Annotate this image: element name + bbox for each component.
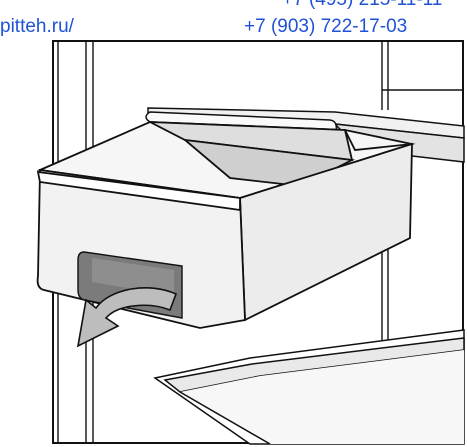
header-phone-1: +7 (495) 215-11-11: [282, 0, 442, 9]
header-site-link[interactable]: pitteh.ru/: [0, 16, 74, 37]
pull-arrow-icon: [76, 287, 178, 348]
header-phone-2: +7 (903) 722-17-03: [244, 16, 408, 37]
crisper-drawer[interactable]: [36, 121, 416, 329]
lower-shelf: [153, 329, 465, 445]
